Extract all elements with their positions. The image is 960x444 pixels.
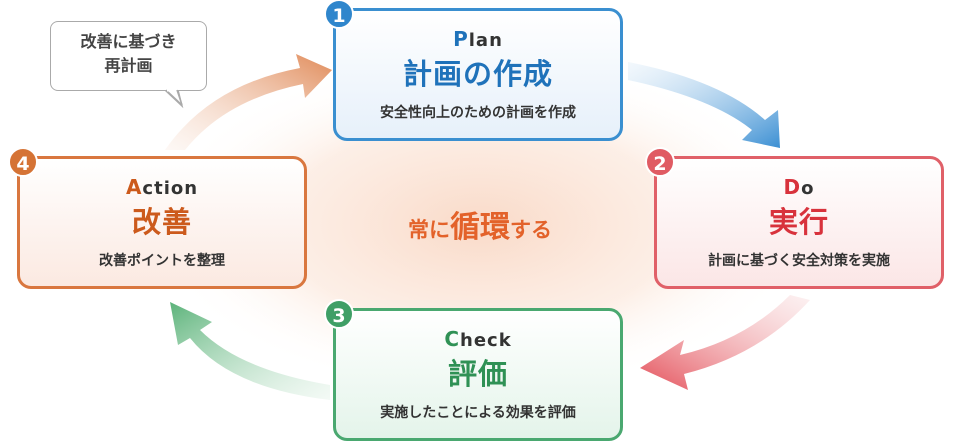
arrow-check-to-action xyxy=(170,302,330,400)
step-description: 改善ポイントを整理 xyxy=(99,253,225,269)
en-rest: heck xyxy=(460,330,512,351)
en-rest: lan xyxy=(468,30,503,51)
en-initial: C xyxy=(444,327,460,351)
step-action: 4 Action 改善 改善ポイントを整理 xyxy=(8,147,307,289)
arrow-do-to-check xyxy=(640,295,810,390)
en-initial: P xyxy=(453,27,469,51)
step-do: 2 Do 実行 計画に基づく安全対策を実施 xyxy=(645,147,944,289)
cycle-center-label: 常に循環する xyxy=(380,202,580,246)
center-text-emphasis: 循環 xyxy=(450,210,510,245)
en-initial: D xyxy=(783,175,802,199)
step-english-label: Action xyxy=(20,175,304,199)
en-initial: A xyxy=(125,175,143,199)
step-plan: 1 Plan 計画の作成 安全性向上のための計画を作成 xyxy=(324,0,623,141)
step-title: 実行 xyxy=(768,205,829,239)
center-text-pre: 常に xyxy=(408,218,450,242)
step-number-badge: 1 xyxy=(324,0,354,29)
bubble-line-1: 改善に基づき xyxy=(80,32,177,51)
center-text-post: する xyxy=(510,218,552,242)
step-number-badge: 4 xyxy=(8,147,38,177)
en-rest: o xyxy=(801,178,815,199)
step-description: 安全性向上のための計画を作成 xyxy=(380,105,576,121)
step-english-label: Plan xyxy=(336,27,620,51)
step-description: 実施したことによる効果を評価 xyxy=(380,405,576,421)
step-title: 評価 xyxy=(447,357,508,391)
step-english-label: Check xyxy=(336,327,620,351)
step-check: 3 Check 評価 実施したことによる効果を評価 xyxy=(324,299,623,441)
arrow-plan-to-do xyxy=(628,62,780,148)
step-title: 計画の作成 xyxy=(402,57,553,91)
step-number-badge: 2 xyxy=(645,147,675,177)
arrow-action-to-plan xyxy=(165,54,332,150)
bubble-tail xyxy=(164,89,184,109)
speech-bubble: 改善に基づき 再計画 xyxy=(50,21,207,91)
step-english-label: Do xyxy=(657,175,941,199)
step-title: 改善 xyxy=(131,205,192,239)
en-rest: ction xyxy=(142,178,199,199)
bubble-line-2: 再計画 xyxy=(104,56,153,75)
step-description: 計画に基づく安全対策を実施 xyxy=(708,253,890,269)
step-number-badge: 3 xyxy=(324,299,354,329)
